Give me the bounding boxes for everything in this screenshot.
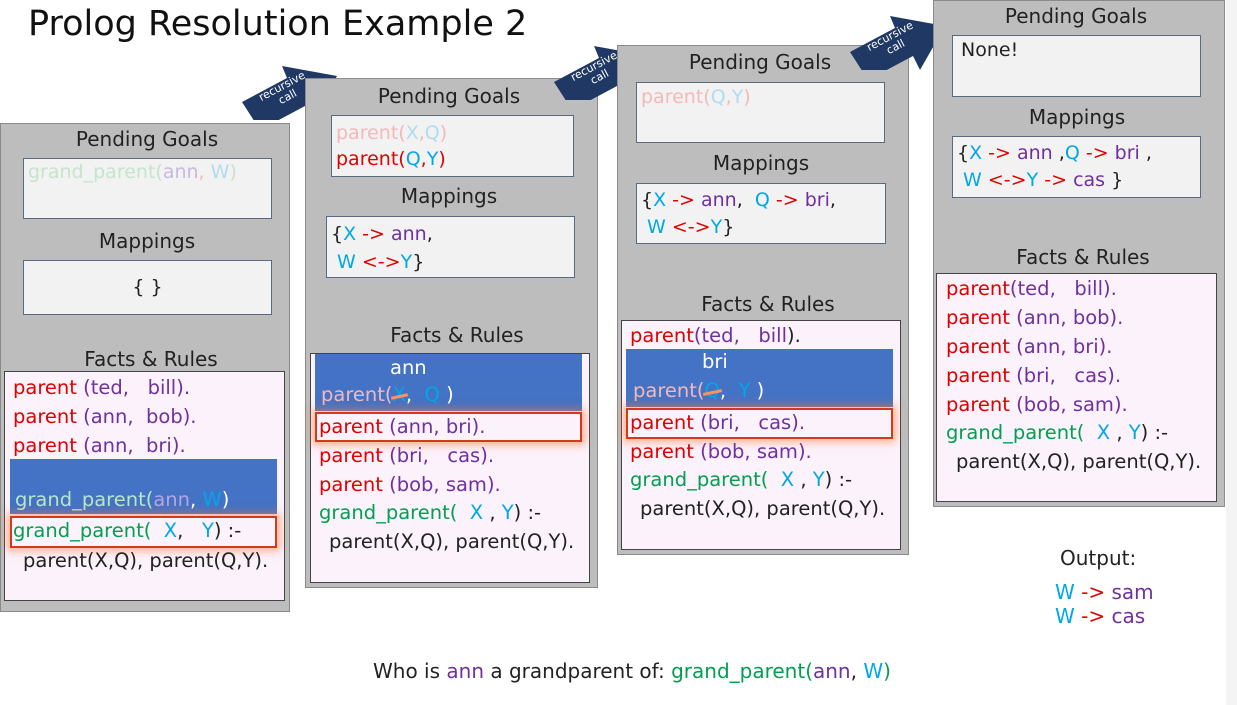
stage-3-mappings-header: Mappings [712,151,810,175]
stage-2-rule-body: parent(X,Q), parent(Q,Y). [329,530,575,553]
arrow-icon [850,16,945,80]
stage-4-pending-goals-box: None! [952,35,1201,97]
stage-4-rule-body: parent(X,Q), parent(Q,Y). [956,450,1202,473]
stage-1-fact-2: parent (ann, bob). [13,405,197,428]
stage-3-facts-header: Facts & Rules [701,292,835,316]
stage-3-binding-value: bri [702,350,728,373]
stage-4-facts-box [936,273,1217,502]
stage-3-resolved-goal: parent(Q, Y ) [633,379,765,402]
stage-1-query-goal: grand_parent(ann, W) [15,488,230,511]
stage-3-fact-4: parent (bri, cas). [630,411,806,434]
stage-2-mappings-box: {X -> ann, W <->Y} [326,216,575,278]
stage-1-pending-goals-box: grand_parent(ann, W) [23,158,272,219]
stage-3-binding-band [626,349,893,407]
stage-1-binding-band [10,459,277,514]
stage-2-binding-value: ann [390,356,427,379]
stage-2-rule-head: grand_parent( X , Y) :- [319,501,542,524]
stage-2-pending-goals-header: Pending Goals [377,84,521,108]
stage-3-rule-head: grand_parent( X , Y) :- [630,468,853,491]
output-label: Output: [1060,546,1137,570]
stage-1-fact-1: parent (ted, bill). [13,376,191,399]
stage-4-pending-goals-header: Pending Goals [1004,4,1148,28]
slide-edge [1226,0,1237,705]
stage-2-resolved-goal: parent(X, Q ) [321,383,454,406]
stage-4-fact-5: parent (bob, sam). [946,393,1128,416]
stage-2-binding-band [315,354,582,411]
stage-2-mappings-header: Mappings [400,184,498,208]
output-line-1: W -> sam [1055,580,1154,604]
stage-4-fact-3: parent (ann, bri). [946,335,1113,358]
stage-4-facts-header: Facts & Rules [1016,245,1150,269]
stage-3-fact-5: parent (bob, sam). [630,440,812,463]
stage-4-fact-4: parent (bri, cas). [946,364,1122,387]
stage-2-fact-5: parent (bob, sam). [319,473,501,496]
stage-4-mappings-box: {X -> ann ,Q -> bri , W <->Y -> cas } [952,136,1201,198]
stage-4-fact-2: parent (ann, bob). [946,306,1124,329]
stage-1-pending-goals-header: Pending Goals [75,127,219,151]
stage-1-facts-header: Facts & Rules [84,347,218,371]
stage-2-fact-3: parent (ann, bri). [319,415,486,438]
caption: Who is ann a grandparent of: grand_paren… [373,659,891,683]
stage-1-rule-body: parent(X,Q), parent(Q,Y). [23,549,269,572]
stage-1-match-highlight [10,516,277,548]
stage-3-fact-1: parent(ted, bill). [630,324,801,347]
stage-2-pending-goals-box: parent(X,Q) parent(Q,Y) [331,115,574,177]
stage-3-match-highlight [626,408,893,439]
stage-3-mappings-box: {X -> ann, Q -> bri, W <->Y} [636,183,886,244]
stage-4-mappings-header: Mappings [1028,105,1126,129]
slide-title: Prolog Resolution Example 2 [28,4,528,44]
stage-2-facts-header: Facts & Rules [390,323,524,347]
stage-1-mappings-box: { } [23,260,272,315]
output-line-2: W -> cas [1055,604,1146,628]
stage-2-fact-4: parent (bri, cas). [319,444,495,467]
stage-1-mappings-header: Mappings [98,229,196,253]
stage-3-pending-goals-header: Pending Goals [688,50,832,74]
stage-2-match-highlight [315,412,582,442]
stage-3-rule-body: parent(X,Q), parent(Q,Y). [640,497,886,520]
stage-3-pending-goals-box: parent(Q,Y) [636,82,885,143]
stage-4-fact-1: parent(ted, bill). [946,277,1117,300]
stage-1-fact-3: parent (ann, bri). [13,434,186,457]
stage-1-rule-head: grand_parent( X, Y) :- [13,519,242,542]
stage-4-rule-head: grand_parent( X , Y) :- [946,421,1169,444]
